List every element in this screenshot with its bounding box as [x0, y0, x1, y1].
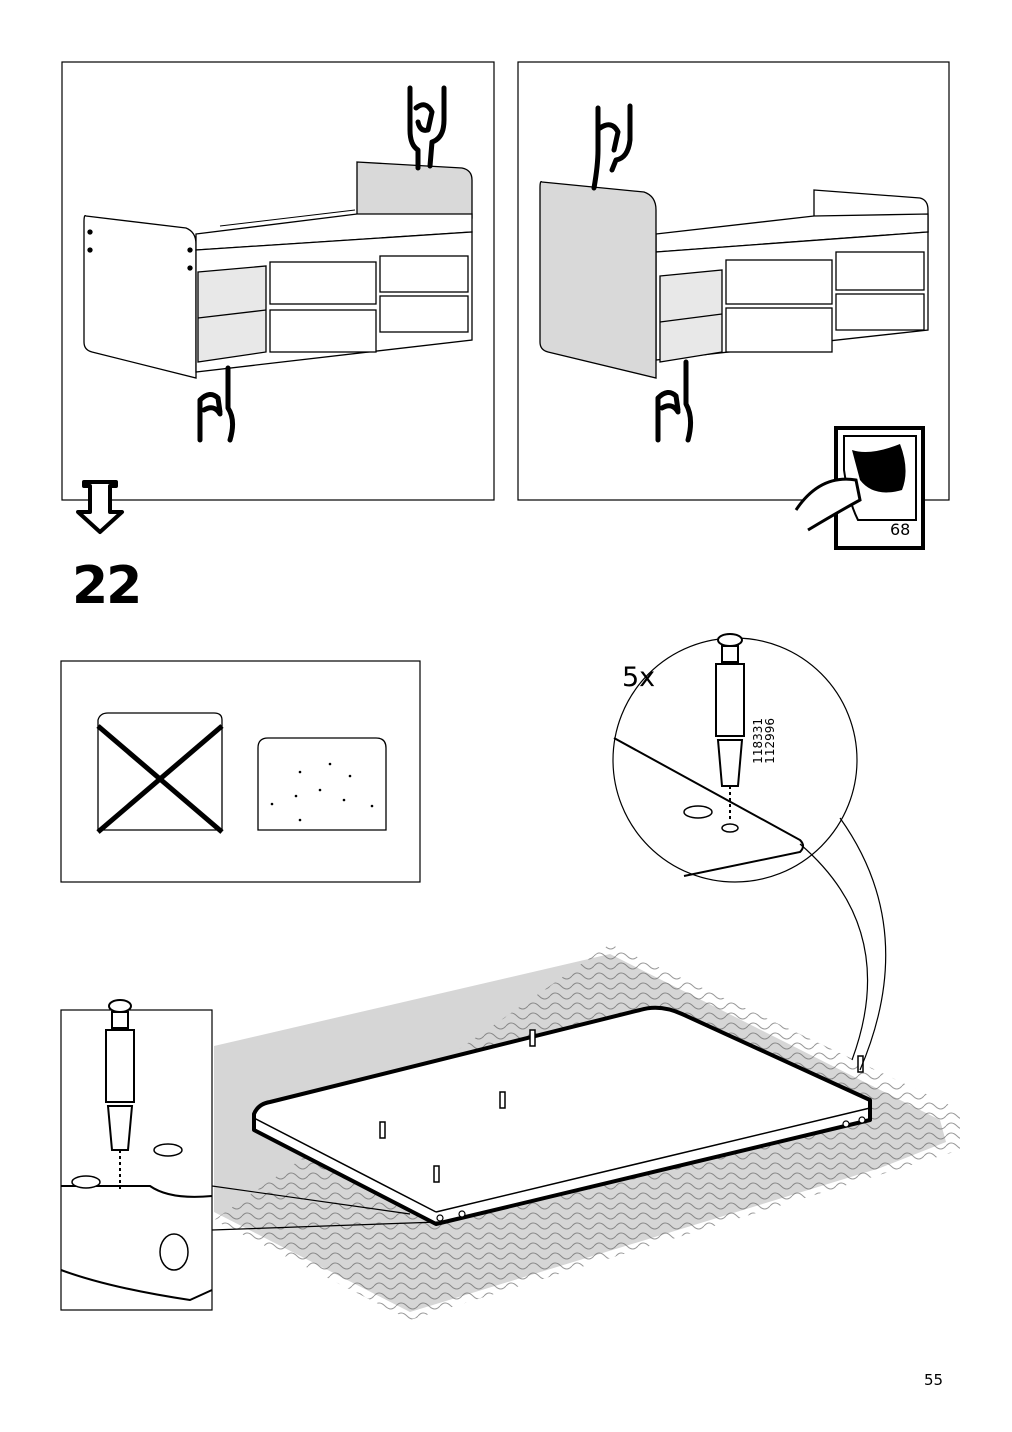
step-number: 22 — [72, 556, 142, 616]
panel-hold-headboard-1 — [61, 61, 495, 501]
quantity-label: 5x — [622, 662, 656, 693]
part-number-list: 118331 112996 — [751, 718, 777, 764]
bed-illustration — [83, 161, 473, 379]
reference-page-number: 68 — [890, 520, 911, 539]
orientation-check-box — [60, 660, 421, 883]
panel-hold-headboard-2 — [517, 61, 950, 501]
wrong-orientation-panel — [96, 712, 224, 834]
see-page-reference-icon — [794, 426, 925, 550]
hand-icon-top — [407, 85, 447, 171]
cam-dowel-icon — [715, 633, 745, 820]
dowel-icon — [379, 1029, 864, 1183]
correct-orientation-panel — [257, 737, 387, 831]
hand-icon-bottom-2 — [655, 359, 694, 443]
next-step-arrow-icon — [76, 480, 124, 534]
side-detail-box — [60, 999, 439, 1311]
bed-illustration-2 — [539, 180, 929, 379]
page-number: 55 — [924, 1371, 944, 1389]
cam-dowel-icon-2 — [105, 999, 135, 1190]
part-number: 112996 — [763, 718, 777, 764]
hand-icon-bottom — [197, 365, 236, 443]
headboard-panel — [252, 1005, 872, 1226]
hand-icon-top-2 — [591, 103, 633, 191]
zoom-detail-circle — [612, 633, 887, 1071]
